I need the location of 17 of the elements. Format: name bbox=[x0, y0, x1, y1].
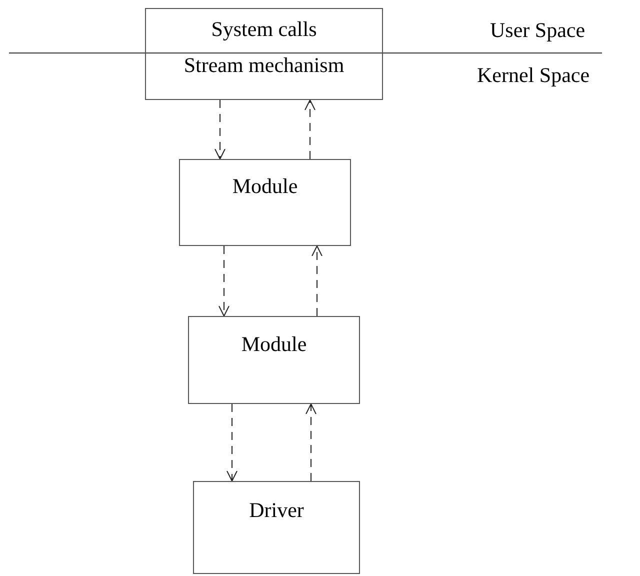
region-label: User Space bbox=[490, 18, 586, 43]
dashed-arrow bbox=[306, 404, 316, 482]
box-label: Driver bbox=[248, 498, 305, 523]
process-box bbox=[193, 481, 360, 574]
process-box bbox=[188, 316, 360, 404]
dashed-arrow bbox=[304, 100, 316, 160]
box-label: System calls bbox=[210, 17, 318, 42]
dashed-arrow bbox=[214, 100, 226, 160]
dashed-arrow bbox=[218, 246, 230, 316]
process-box bbox=[145, 8, 383, 100]
box-label: Module bbox=[240, 332, 308, 357]
region-label: Kernel Space bbox=[477, 63, 590, 88]
box-label: Stream mechanism bbox=[182, 53, 346, 78]
box-label: Module bbox=[231, 174, 299, 199]
dashed-arrow bbox=[312, 246, 322, 316]
process-box bbox=[179, 159, 351, 246]
dashed-arrow bbox=[226, 404, 238, 482]
